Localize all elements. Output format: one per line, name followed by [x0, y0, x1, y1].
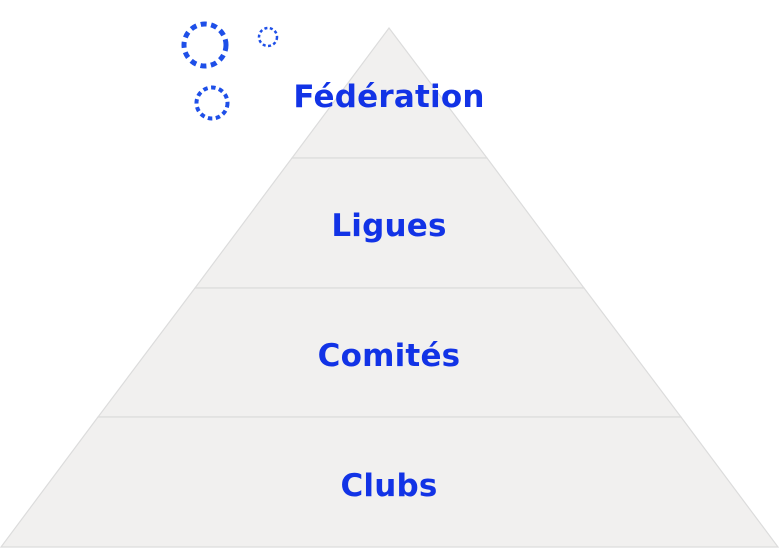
decoration-circle-medium — [194, 85, 230, 121]
decoration-circle-small — [257, 26, 279, 48]
tier-label-ligues: Ligues — [331, 208, 446, 244]
tier-label-federation: Fédération — [293, 79, 484, 115]
dashed-circles-icon — [181, 21, 279, 121]
tier-shape-clubs — [0, 416, 780, 548]
tier-label-clubs: Clubs — [340, 468, 437, 504]
tier-label-comites: Comités — [318, 338, 461, 374]
decoration-circle-large — [181, 21, 229, 69]
